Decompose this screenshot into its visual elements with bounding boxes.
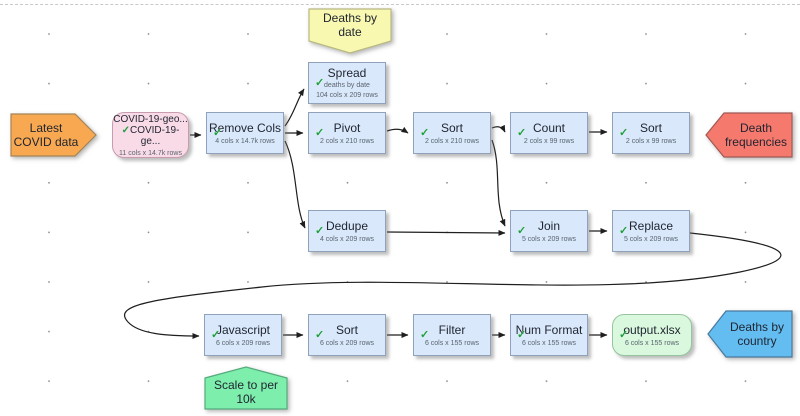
connector-sort-join	[491, 139, 506, 227]
check-icon: ✓	[211, 329, 221, 341]
node-meta: 6 cols x 155 rows	[424, 339, 480, 347]
flag-label-line1: Latest	[29, 121, 63, 135]
node-title: Remove Cols	[208, 120, 282, 135]
check-icon: ✓	[517, 329, 527, 341]
node-sort-bottom[interactable]: ✓ Sort 6 cols x 209 rows	[308, 314, 386, 356]
node-join[interactable]: ✓ Join 5 cols x 209 rows	[510, 210, 588, 252]
node-title: Pivot	[333, 120, 361, 135]
node-sort-top-2[interactable]: ✓ Sort 2 cols x 99 rows	[612, 112, 690, 154]
flag-label-line2: COVID data	[13, 135, 79, 149]
node-meta: 2 cols x 99 rows	[523, 137, 575, 145]
node-count[interactable]: ✓ Count 2 cols x 99 rows	[510, 112, 588, 154]
node-title: Join	[537, 218, 560, 233]
connector-sort-count	[491, 124, 506, 133]
node-remove-cols[interactable]: ✓ Remove Cols 4 cols x 14.7k rows	[206, 112, 284, 154]
check-icon: ✓	[619, 329, 629, 341]
page-boundary-line	[0, 4, 800, 5]
check-icon: ✓	[213, 127, 223, 139]
connector-dedupe-join	[386, 229, 506, 236]
note-label-line2: date	[338, 25, 362, 39]
check-icon: ✓	[315, 225, 325, 237]
node-meta: 4 cols x 14.7k rows	[215, 137, 275, 145]
note-label-line2: 10k	[236, 392, 256, 406]
note-scale-to-per-10k[interactable]: Scale to per 10k	[204, 366, 288, 410]
note-label-line1: Deaths by	[322, 11, 378, 25]
check-icon: ✓	[517, 127, 527, 139]
check-icon: ✓	[420, 329, 430, 341]
flag-shape	[707, 310, 793, 358]
flag-shape	[705, 112, 793, 158]
connector-removecols-dedupe	[284, 140, 306, 229]
flag-latest-covid-data[interactable]: Latest COVID data	[10, 113, 98, 157]
node-title: Replace	[628, 218, 674, 233]
note-shape	[204, 366, 288, 410]
node-output-xlsx[interactable]: ✓ output.xlsx 6 cols x 155 rows	[612, 314, 692, 356]
node-title: Filter	[438, 322, 466, 337]
flag-shape	[10, 113, 97, 157]
flag-label-line1: Deaths by	[729, 320, 785, 334]
note-shape	[308, 8, 392, 54]
flag-label-line2: frequencies	[724, 135, 788, 149]
node-title: Dedupe	[325, 218, 369, 233]
check-icon: ✓	[420, 127, 430, 139]
node-title: Num Format	[515, 322, 583, 337]
flag-death-frequencies[interactable]: Death frequencies	[705, 112, 793, 158]
note-deaths-by-date[interactable]: Deaths by date	[308, 8, 392, 54]
node-title-line1: COVID-19-geo...	[113, 113, 188, 125]
node-dedupe[interactable]: ✓ Dedupe 4 cols x 209 rows	[308, 210, 386, 252]
node-meta: 6 cols x 155 rows	[521, 339, 577, 347]
connector-pivot-sort	[386, 126, 409, 134]
check-icon: ✓	[517, 225, 527, 237]
node-title: Javascript	[215, 322, 271, 337]
node-meta: 2 cols x 99 rows	[625, 137, 677, 145]
node-meta: 11 cols x 14.7k rows	[119, 149, 182, 157]
node-spread[interactable]: ✓ Spread deaths by date 104 cols x 209 r…	[308, 62, 386, 104]
node-title: Count	[532, 120, 566, 135]
node-meta: 5 cols x 209 rows	[521, 235, 577, 243]
connector-removecols-spread	[284, 88, 305, 127]
node-pivot[interactable]: ✓ Pivot 2 cols x 210 rows	[308, 112, 386, 154]
node-javascript[interactable]: ✓ Javascript 6 cols x 209 rows	[204, 314, 282, 356]
node-title: Sort	[335, 322, 358, 337]
node-meta: 6 cols x 209 rows	[319, 339, 375, 347]
check-icon: ✓	[315, 77, 325, 89]
connector-replace-javascript	[123, 232, 782, 339]
node-meta: 6 cols x 155 rows	[624, 339, 680, 347]
node-meta: 2 cols x 210 rows	[319, 137, 375, 145]
node-title: Sort	[639, 120, 662, 135]
node-meta: 104 cols x 209 rows	[316, 92, 378, 99]
node-title-line2: ✓COVID-19-ge...	[121, 124, 180, 147]
check-icon: ✓	[315, 127, 325, 139]
note-label-line1: Scale to per	[213, 378, 279, 392]
node-sort-top[interactable]: ✓ Sort 2 cols x 210 rows	[413, 112, 491, 154]
node-replace[interactable]: ✓ Replace 5 cols x 209 rows	[612, 210, 690, 252]
node-input-covid-19-file[interactable]: COVID-19-geo... ✓COVID-19-ge... 11 cols …	[112, 112, 189, 158]
check-icon: ✓	[121, 124, 130, 136]
flag-deaths-by-country[interactable]: Deaths by country	[707, 310, 793, 358]
check-icon: ✓	[619, 127, 629, 139]
flag-label-line1: Death	[739, 121, 773, 135]
node-num-format[interactable]: ✓ Num Format 6 cols x 155 rows	[510, 314, 588, 356]
node-meta: 5 cols x 209 rows	[623, 235, 679, 243]
node-meta: 2 cols x 210 rows	[424, 137, 480, 145]
node-title: Spread	[327, 66, 367, 80]
node-filter[interactable]: ✓ Filter 6 cols x 155 rows	[413, 314, 491, 356]
node-meta: 6 cols x 209 rows	[215, 339, 271, 347]
node-info: deaths by date	[324, 82, 370, 89]
node-meta: 4 cols x 209 rows	[319, 235, 375, 243]
node-title: output.xlsx	[623, 322, 681, 337]
check-icon: ✓	[619, 225, 629, 237]
check-icon: ✓	[315, 329, 325, 341]
node-title: Sort	[440, 120, 463, 135]
flag-label-line2: country	[737, 334, 777, 348]
